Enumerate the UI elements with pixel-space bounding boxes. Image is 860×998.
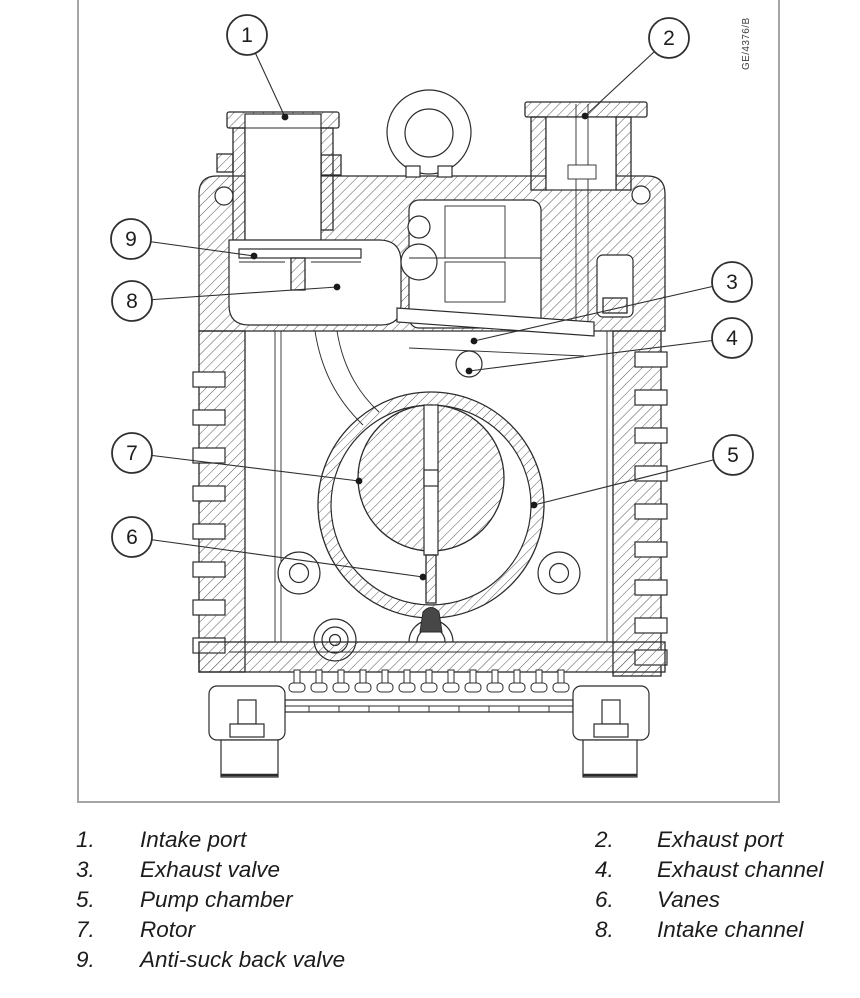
- legend-item-number: 9.: [76, 947, 95, 972]
- foot-left: [208, 685, 286, 778]
- bolt-hole-left: [214, 186, 234, 206]
- foot-right: [572, 685, 650, 778]
- callout-5: 5: [530, 434, 754, 509]
- legend-item-label: Intake port: [140, 827, 247, 852]
- svg-text:3: 3: [726, 271, 738, 294]
- fin-notches-right: [634, 351, 668, 666]
- legend-item-number: 8.: [595, 917, 614, 942]
- svg-text:2: 2: [663, 27, 675, 50]
- svg-text:8: 8: [126, 290, 138, 313]
- rotor: [357, 404, 505, 604]
- svg-text:9: 9: [125, 228, 137, 251]
- legend-item-number: 3.: [76, 857, 95, 882]
- svg-text:7: 7: [126, 442, 138, 465]
- legend-item-number: 6.: [595, 887, 614, 912]
- base-fins: [288, 669, 570, 693]
- exhaust-inner-pipe: [567, 104, 597, 330]
- callout-8: 8: [111, 280, 341, 322]
- diagram-panel: GE/4376/B 1 2 3: [77, 0, 780, 803]
- legend-item-label: Intake channel: [657, 917, 804, 942]
- legend-item-label: Vanes: [657, 887, 720, 912]
- legend-item-number: 2.: [595, 827, 614, 852]
- svg-text:4: 4: [726, 327, 738, 350]
- base-plate: [198, 641, 666, 673]
- svg-text:6: 6: [126, 526, 138, 549]
- intake-passage-curves: [314, 330, 380, 426]
- legend-item-label: Pump chamber: [140, 887, 293, 912]
- legend-item-number: 7.: [76, 917, 95, 942]
- legend-item-label: Exhaust channel: [657, 857, 824, 882]
- svg-text:5: 5: [727, 444, 739, 467]
- mounting-lugs: [277, 551, 581, 595]
- legend-item-label: Anti-suck back valve: [140, 947, 346, 972]
- callout-6: 6: [111, 516, 427, 581]
- pump-cross-section-diagram: GE/4376/B 1 2 3: [110, 14, 754, 778]
- svg-text:1: 1: [241, 24, 253, 47]
- legend: 1. Intake port 2. Exhaust port 3. Exhaus…: [76, 828, 856, 972]
- callouts: 1 2 3 4: [110, 14, 754, 581]
- foot-bar: [284, 699, 574, 713]
- callout-4: 4: [465, 317, 753, 375]
- foot-pad-left: [220, 739, 279, 778]
- callout-3: 3: [470, 261, 753, 345]
- legend-item-label: Exhaust valve: [140, 857, 281, 882]
- drawing-number-stamp: GE/4376/B: [741, 17, 752, 70]
- intake-port-drawing: [216, 111, 342, 256]
- callout-2: 2: [581, 17, 690, 120]
- callout-7: 7: [111, 432, 363, 485]
- callout-1: 1: [226, 14, 289, 121]
- foot-pad-right: [582, 739, 638, 778]
- legend-item-number: 5.: [76, 887, 95, 912]
- exhaust-port-drawing: [524, 101, 648, 330]
- lifting-eye: [386, 89, 472, 178]
- anti-suck-back-valve-stem: [290, 257, 306, 291]
- right-pocket-cavity: [596, 254, 634, 318]
- callout-9: 9: [110, 218, 258, 260]
- bottom-mount: [408, 607, 454, 643]
- legend-item-number: 1.: [76, 827, 95, 852]
- vane: [425, 554, 437, 604]
- base-assembly: [198, 641, 666, 778]
- bolt-hole-right: [631, 185, 651, 205]
- legend-item-number: 4.: [595, 857, 614, 882]
- valve-housing-cavity: [400, 199, 542, 329]
- legend-item-label: Rotor: [140, 917, 196, 942]
- legend-item-label: Exhaust port: [657, 827, 784, 852]
